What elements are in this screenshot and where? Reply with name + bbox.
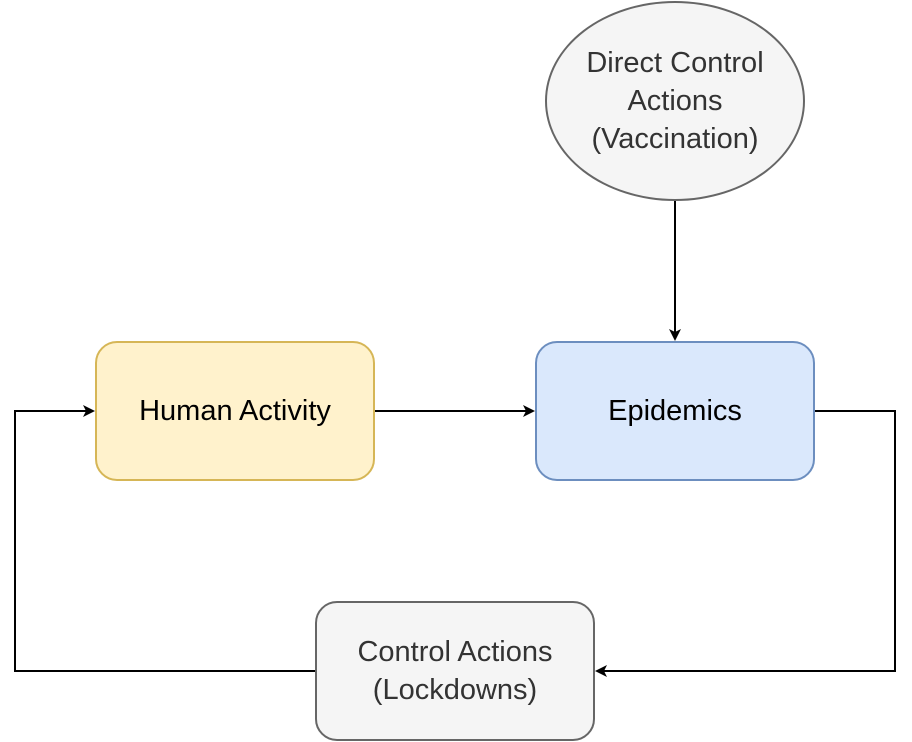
node-label: Direct Control Actions (Vaccination) [586,44,763,158]
node-control-actions-lockdowns: Control Actions (Lockdowns) [315,601,595,741]
node-direct-control-actions-vaccination: Direct Control Actions (Vaccination) [545,1,805,201]
node-label-line: Control Actions [357,636,553,668]
node-label: Epidemics [608,392,742,430]
node-label-line: Human Activity [139,395,331,427]
node-label: Human Activity [139,392,331,430]
node-label-line: (Vaccination) [591,123,759,155]
node-human-activity: Human Activity [95,341,375,481]
node-label-line: (Lockdowns) [372,674,538,706]
edge-lockdowns-to-human-activity [14,405,315,672]
node-label-line: Actions [627,85,723,117]
node-label-line: Direct Control [586,47,764,79]
node-label: Control Actions (Lockdowns) [357,633,552,709]
edge-epidemics-to-lockdowns [595,410,896,677]
node-epidemics: Epidemics [535,341,815,481]
node-label-line: Epidemics [608,395,742,427]
